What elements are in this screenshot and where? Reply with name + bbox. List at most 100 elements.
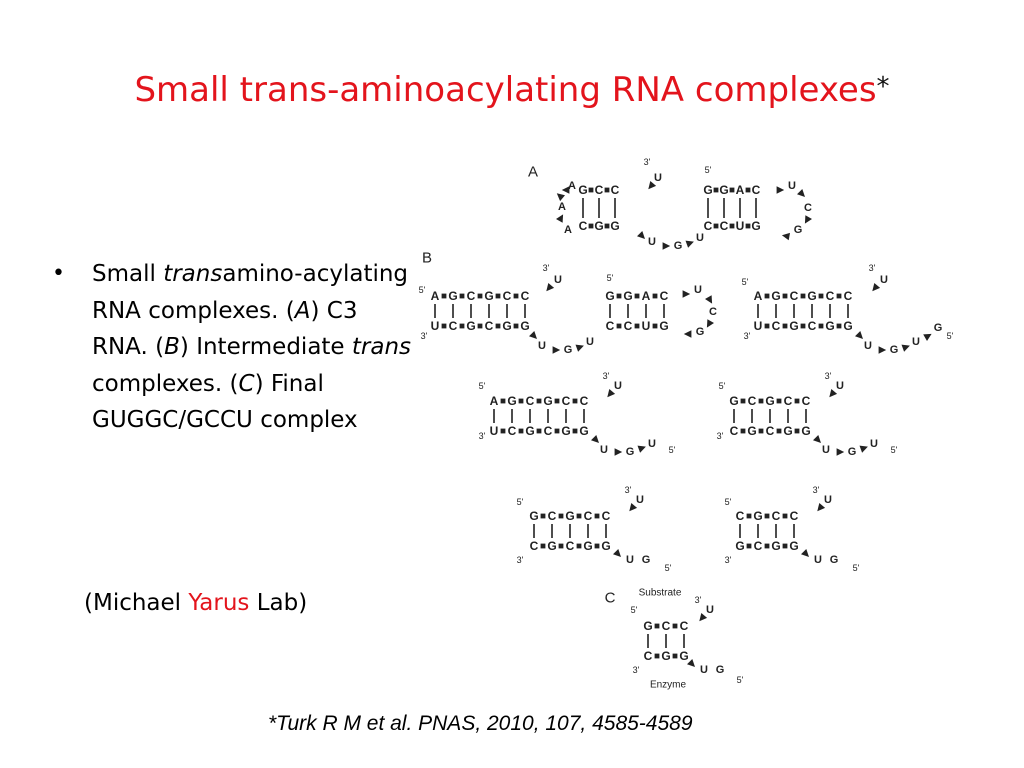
nucleotide: G — [529, 509, 538, 523]
backbone-link — [745, 223, 751, 229]
nucleotide: G — [564, 344, 573, 356]
backbone-link — [572, 398, 578, 404]
nucleotide: U — [586, 336, 594, 348]
backbone-link — [818, 323, 824, 329]
nucleotide: C — [720, 219, 729, 233]
nucleotide: G — [643, 619, 652, 633]
backbone-link — [513, 323, 519, 329]
nucleotide: G — [594, 219, 603, 233]
nucleotide: G — [751, 219, 760, 233]
nucleotide: U — [700, 664, 708, 676]
backbone-arrow — [804, 215, 812, 224]
backbone-link — [604, 187, 610, 193]
backbone-arrow — [529, 331, 537, 339]
strand-end-label: 3' — [517, 555, 524, 565]
nucleotide: C — [584, 509, 593, 523]
nucleotide: U — [490, 424, 499, 438]
bullet-italic: B — [164, 334, 180, 360]
nucleotide: U — [694, 284, 702, 296]
backbone-link — [441, 293, 447, 299]
credit-highlight: Yarus — [188, 590, 250, 616]
nucleotide: G — [543, 394, 552, 408]
backbone-link — [713, 223, 719, 229]
backbone-link — [652, 323, 658, 329]
nucleotide: C — [508, 424, 517, 438]
nucleotide: G — [525, 424, 534, 438]
nucleotide: U — [554, 274, 562, 286]
nucleotide: C — [808, 319, 817, 333]
nucleotide: G — [934, 322, 943, 334]
backbone-link — [713, 187, 719, 193]
backbone-link — [558, 543, 564, 549]
backbone-link — [500, 428, 506, 434]
nucleotide: C — [644, 649, 653, 663]
backbone-arrow — [683, 330, 692, 338]
nucleotide: C — [606, 319, 615, 333]
nucleotide: G — [579, 424, 588, 438]
backbone-link — [495, 323, 501, 329]
title-asterisk: * — [876, 72, 890, 102]
backbone-arrow — [629, 503, 638, 512]
nucleotide: C — [611, 183, 620, 197]
slide-title: Small trans-aminoacylating RNA complexes… — [0, 70, 1024, 110]
backbone-arrow — [872, 283, 881, 292]
nucleotide: C — [772, 319, 781, 333]
strand-end-label: 5' — [853, 563, 860, 573]
backbone-arrow — [648, 181, 657, 190]
nucleotide: C — [784, 394, 793, 408]
strand-end-label: 3' — [421, 331, 428, 341]
backbone-arrow — [859, 445, 868, 453]
backbone-link — [794, 398, 800, 404]
strand-end-label: 3' — [825, 371, 832, 381]
strand-end-label: 5' — [725, 497, 732, 507]
backbone-arrow — [797, 189, 805, 197]
nucleotide: U — [864, 340, 872, 352]
backbone-link — [654, 653, 660, 659]
nucleotide: G — [729, 394, 738, 408]
backbone-link — [540, 543, 546, 549]
nucleotide: C — [521, 289, 530, 303]
strand-end-label: 3' — [717, 431, 724, 441]
nucleotide: A — [564, 224, 572, 236]
backbone-link — [513, 293, 519, 299]
nucleotide: U — [706, 604, 714, 616]
panel-label-c: C — [605, 590, 616, 607]
bullet-part: ) Final GUGGC/GCCU complex — [92, 370, 358, 434]
backbone-link — [459, 323, 465, 329]
backbone-link — [554, 398, 560, 404]
backbone-arrow — [705, 295, 713, 304]
nucleotide: A — [568, 180, 576, 192]
backbone-link — [740, 428, 746, 434]
nucleotide: G — [789, 539, 798, 553]
backbone-link — [558, 513, 564, 519]
nucleotide: G — [765, 394, 774, 408]
nucleotide: U — [431, 319, 440, 333]
bullet-part: complexes. ( — [92, 370, 239, 397]
nucleotide: G — [747, 424, 756, 438]
strand-end-label: 5' — [737, 675, 744, 685]
backbone-link — [836, 323, 842, 329]
strand-end-label: 5' — [669, 445, 676, 455]
backbone-link — [554, 428, 560, 434]
nucleotide: C — [595, 183, 604, 197]
nucleotide: G — [703, 183, 712, 197]
backbone-arrow — [637, 445, 646, 453]
nucleotide: G — [605, 289, 614, 303]
bullet-text: Small transamino-acylating RNA complexes… — [92, 256, 412, 439]
slide-title-text: Small trans-aminoacylating RNA complexes — [134, 70, 877, 110]
backbone-link — [604, 223, 610, 229]
backbone-link — [576, 543, 582, 549]
nucleotide: C — [660, 289, 669, 303]
strand-end-label: 3' — [479, 431, 486, 441]
nucleotide: G — [448, 289, 457, 303]
nucleotide: U — [822, 444, 830, 456]
backbone-link — [782, 513, 788, 519]
nucleotide: C — [766, 424, 775, 438]
backbone-link — [441, 323, 447, 329]
nucleotide: C — [844, 289, 853, 303]
backbone-link — [495, 293, 501, 299]
nucleotide: U — [736, 219, 745, 233]
nucleotide: G — [696, 326, 705, 338]
nucleotide: U — [870, 438, 878, 450]
